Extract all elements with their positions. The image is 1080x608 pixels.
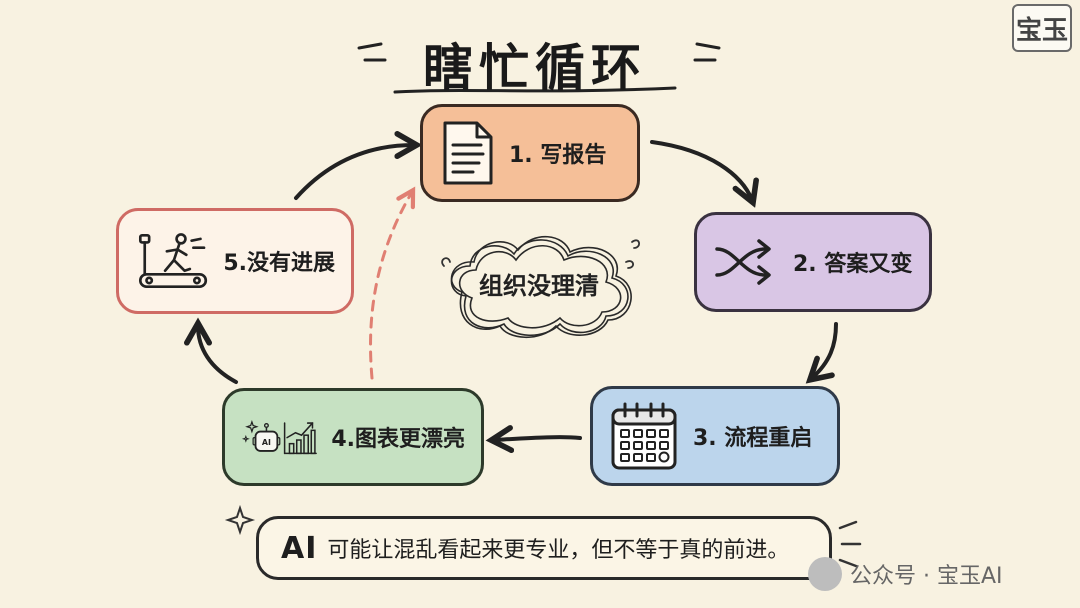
document-icon [443, 121, 493, 185]
step-write-report: 1. 写报告 [420, 104, 640, 202]
page-title: 瞎忙循环 [423, 39, 647, 97]
step-label: 2. 答案又变 [793, 252, 913, 277]
title-block: 瞎忙循环 [355, 22, 725, 100]
watermark-badge: 宝玉 [1012, 4, 1072, 52]
dashed-arrow-4-to-1 [369, 192, 412, 380]
step-label: 4.图表更漂亮 [331, 427, 465, 452]
arrow-2-to-3 [812, 322, 838, 378]
shuffle-icon [715, 239, 771, 285]
watermark: 公众号 · 宝玉AI [808, 548, 1072, 600]
note-ai-label: AI [281, 530, 318, 566]
watermark-text: 公众号 · 宝玉AI [850, 564, 1003, 589]
note-text: 可能让混乱看起来更专业，但不等于真的前进。 [327, 538, 790, 563]
center-label: 组织没理清 [479, 272, 599, 300]
step-prettier-charts: AI 4.图表更漂亮 [222, 388, 484, 486]
calendar-icon [611, 402, 677, 470]
emphasis-marks [838, 520, 862, 568]
arrow-1-to-2 [650, 140, 752, 200]
arrow-4-to-5 [198, 326, 238, 384]
sparkle-icon [224, 504, 256, 536]
center-scribble-cloud: 组织没理清 [436, 226, 642, 344]
title-decorations [357, 42, 721, 94]
step-label: 5.没有进展 [223, 251, 335, 276]
treadmill-runner-icon [138, 233, 208, 288]
bottom-note: AI 可能让混乱看起来更专业，但不等于真的前进。 [256, 516, 832, 580]
svg-text:AI: AI [262, 438, 271, 447]
step-label: 1. 写报告 [509, 143, 607, 168]
arrow-3-to-4 [494, 437, 582, 440]
wechat-logo-icon [808, 557, 842, 591]
arrow-5-to-1 [294, 145, 414, 200]
step-label: 3. 流程重启 [693, 426, 813, 451]
ai-robot-chart-icon: AI [241, 419, 317, 455]
step-no-progress: 5.没有进展 [116, 208, 354, 314]
step-answer-changes: 2. 答案又变 [694, 212, 932, 312]
step-process-restart: 3. 流程重启 [590, 386, 840, 486]
scribble-cloud-icon [441, 235, 640, 338]
